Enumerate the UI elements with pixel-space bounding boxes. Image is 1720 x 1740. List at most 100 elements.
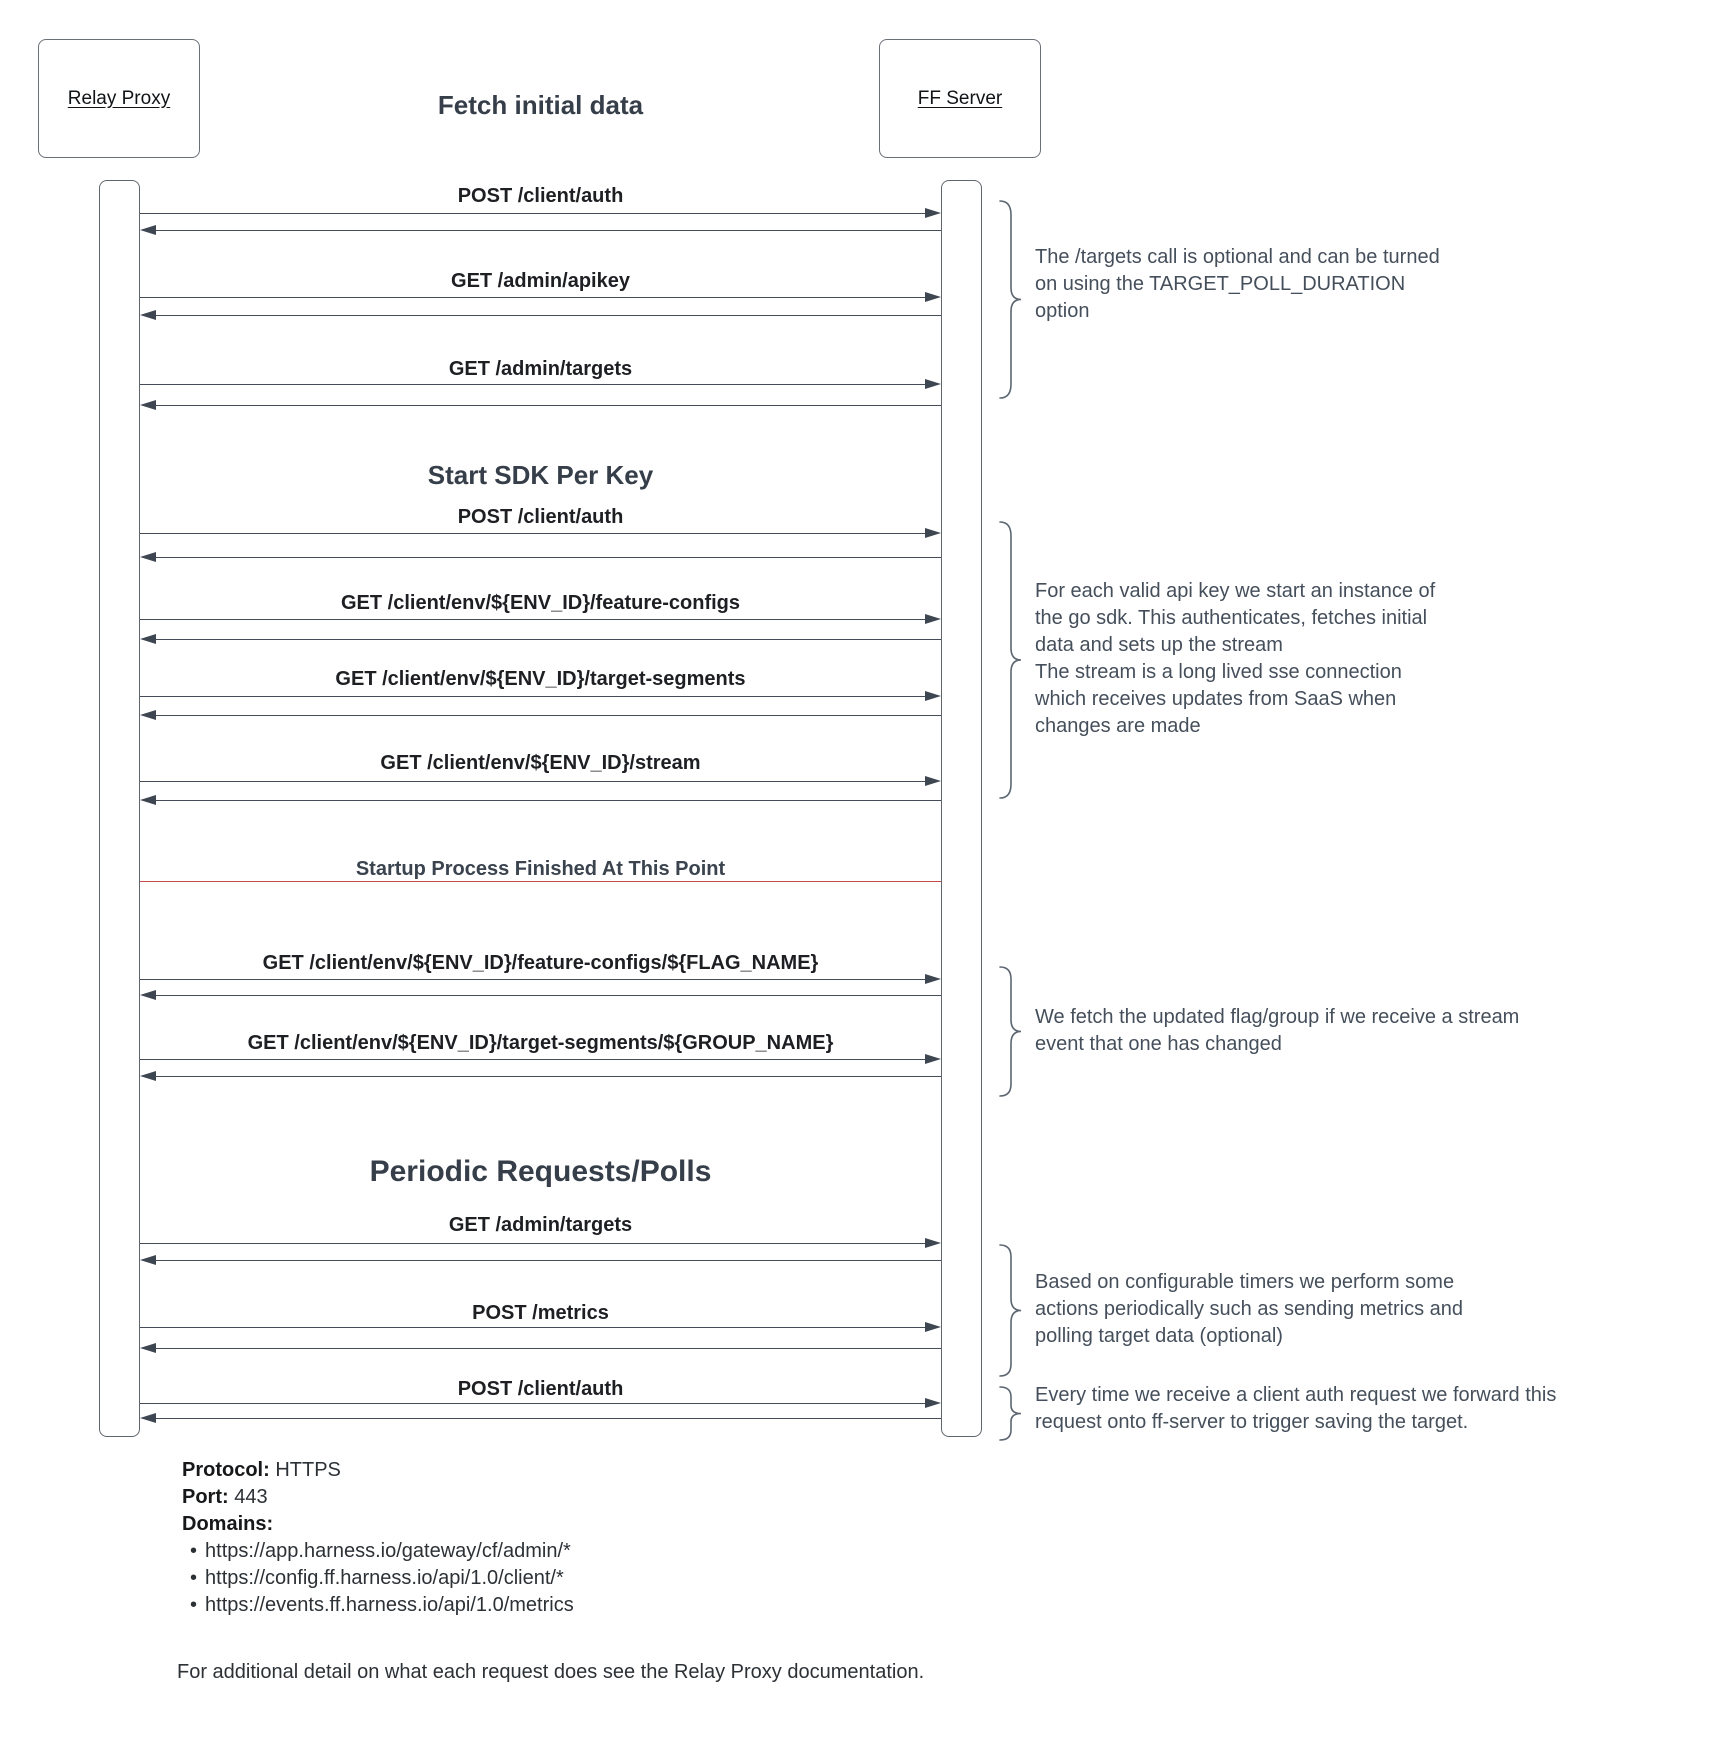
actor-relay-proxy-label: Relay Proxy bbox=[67, 87, 171, 109]
footer-domains-header: Domains: bbox=[182, 1511, 273, 1538]
arrowhead-left-icon bbox=[140, 225, 156, 235]
message-label: GET /admin/targets bbox=[448, 1214, 633, 1236]
annotation-targets-optional: The /targets call is optional and can be… bbox=[1035, 244, 1440, 325]
response-arrow bbox=[154, 639, 941, 640]
arrowhead-right-icon bbox=[925, 776, 941, 786]
message-label: POST /client/auth bbox=[457, 506, 624, 528]
arrowhead-right-icon bbox=[925, 691, 941, 701]
arrowhead-left-icon bbox=[140, 1343, 156, 1353]
footer-domain-item: • https://config.ff.harness.io/api/1.0/cl… bbox=[190, 1565, 564, 1592]
arrowhead-right-icon bbox=[925, 974, 941, 984]
arrowhead-right-icon bbox=[925, 379, 941, 389]
footer-port: Port: 443 bbox=[182, 1484, 268, 1511]
response-arrow bbox=[154, 995, 941, 996]
arrowhead-left-icon bbox=[140, 990, 156, 1000]
arrowhead-right-icon bbox=[925, 1398, 941, 1408]
request-arrow bbox=[140, 297, 928, 298]
message-label: GET /client/env/${ENV_ID}/stream bbox=[380, 752, 701, 774]
lifeline-ff-server bbox=[941, 180, 982, 1437]
annotation-line: option bbox=[1035, 300, 1090, 322]
request-arrow bbox=[140, 1243, 928, 1244]
actor-ff-server-label: FF Server bbox=[917, 87, 1003, 109]
arrowhead-left-icon bbox=[140, 310, 156, 320]
message-label: POST /metrics bbox=[472, 1302, 609, 1324]
section-title-periodic-requests: Periodic Requests/Polls bbox=[369, 1155, 712, 1188]
arrowhead-right-icon bbox=[925, 1238, 941, 1248]
arrowhead-left-icon bbox=[140, 1071, 156, 1081]
separator-red-line bbox=[140, 881, 941, 882]
footer-domain-item: • https://events.ff.harness.io/api/1.0/me… bbox=[190, 1592, 574, 1619]
footer-port-label: Port: bbox=[182, 1486, 229, 1508]
arrowhead-left-icon bbox=[140, 795, 156, 805]
separator-label: Startup Process Finished At This Point bbox=[355, 858, 726, 880]
bullet-icon: • bbox=[190, 1567, 198, 1589]
footer-protocol: Protocol: HTTPS bbox=[182, 1457, 341, 1484]
bullet-icon: • bbox=[190, 1594, 198, 1616]
request-arrow bbox=[140, 619, 928, 620]
footer-domain-url: https://config.ff.harness.io/api/1.0/cli… bbox=[205, 1567, 564, 1589]
response-arrow bbox=[154, 715, 941, 716]
annotation-line: event that one has changed bbox=[1035, 1033, 1282, 1055]
response-arrow bbox=[154, 800, 941, 801]
arrowhead-left-icon bbox=[140, 1255, 156, 1265]
footer-domain-url: https://events.ff.harness.io/api/1.0/met… bbox=[205, 1594, 574, 1616]
message-label: GET /admin/targets bbox=[448, 358, 633, 380]
annotation-line: The /targets call is optional and can be… bbox=[1035, 246, 1440, 268]
request-arrow bbox=[140, 781, 928, 782]
request-arrow bbox=[140, 1403, 928, 1404]
annotation-line: Every time we receive a client auth requ… bbox=[1035, 1384, 1557, 1406]
annotation-line: request onto ff-server to trigger saving… bbox=[1035, 1411, 1469, 1433]
annotation-stream-event: We fetch the updated flag/group if we re… bbox=[1035, 1004, 1519, 1058]
message-label: GET /client/env/${ENV_ID}/feature-config… bbox=[262, 952, 819, 974]
message-label: GET /client/env/${ENV_ID}/target-segment… bbox=[335, 668, 746, 690]
section-title-start-sdk-per-key: Start SDK Per Key bbox=[427, 460, 654, 490]
arrowhead-right-icon bbox=[925, 1322, 941, 1332]
annotation-line: which receives updates from SaaS when bbox=[1035, 688, 1397, 710]
curly-brace-icon bbox=[999, 966, 1022, 1097]
arrowhead-right-icon bbox=[925, 614, 941, 624]
annotation-line: Based on configurable timers we perform … bbox=[1035, 1271, 1455, 1293]
request-arrow bbox=[140, 533, 928, 534]
footer-protocol-label: Protocol: bbox=[182, 1459, 270, 1481]
request-arrow bbox=[140, 213, 928, 214]
annotation-line: actions periodically such as sending met… bbox=[1035, 1298, 1463, 1320]
annotation-line: changes are made bbox=[1035, 715, 1201, 737]
actor-ff-server: FF Server bbox=[879, 39, 1041, 158]
request-arrow bbox=[140, 1059, 928, 1060]
arrowhead-left-icon bbox=[140, 400, 156, 410]
response-arrow bbox=[154, 557, 941, 558]
footer-port-value: 443 bbox=[234, 1486, 268, 1508]
annotation-client-auth-forward: Every time we receive a client auth requ… bbox=[1035, 1382, 1556, 1436]
arrowhead-left-icon bbox=[140, 552, 156, 562]
message-label: POST /client/auth bbox=[457, 1378, 624, 1400]
annotation-line: We fetch the updated flag/group if we re… bbox=[1035, 1006, 1520, 1028]
request-arrow bbox=[140, 1327, 928, 1328]
curly-brace-icon bbox=[999, 521, 1022, 799]
arrowhead-left-icon bbox=[140, 710, 156, 720]
arrowhead-right-icon bbox=[925, 1054, 941, 1064]
response-arrow bbox=[154, 230, 941, 231]
message-label: GET /client/env/${ENV_ID}/target-segment… bbox=[247, 1032, 834, 1054]
curly-brace-icon bbox=[999, 200, 1022, 399]
arrowhead-left-icon bbox=[140, 1413, 156, 1423]
annotation-line: data and sets up the stream bbox=[1035, 634, 1283, 656]
message-label: GET /client/env/${ENV_ID}/feature-config… bbox=[341, 592, 740, 614]
actor-relay-proxy: Relay Proxy bbox=[38, 39, 200, 158]
annotation-sdk-instance: For each valid api key we start an insta… bbox=[1035, 578, 1435, 740]
annotation-line: polling target data (optional) bbox=[1035, 1325, 1283, 1347]
message-label: POST /client/auth bbox=[457, 185, 624, 207]
request-arrow bbox=[140, 696, 928, 697]
annotation-line: on using the TARGET_POLL_DURATION bbox=[1035, 273, 1406, 295]
response-arrow bbox=[154, 1260, 941, 1261]
footer-note: For additional detail on what each reque… bbox=[177, 1661, 925, 1683]
lifeline-relay-proxy bbox=[99, 180, 140, 1437]
arrowhead-right-icon bbox=[925, 208, 941, 218]
response-arrow bbox=[154, 1076, 941, 1077]
bullet-icon: • bbox=[190, 1540, 198, 1562]
arrowhead-left-icon bbox=[140, 634, 156, 644]
annotation-line: The stream is a long lived sse connectio… bbox=[1035, 661, 1402, 683]
request-arrow bbox=[140, 979, 928, 980]
arrowhead-right-icon bbox=[925, 292, 941, 302]
arrowhead-right-icon bbox=[925, 528, 941, 538]
